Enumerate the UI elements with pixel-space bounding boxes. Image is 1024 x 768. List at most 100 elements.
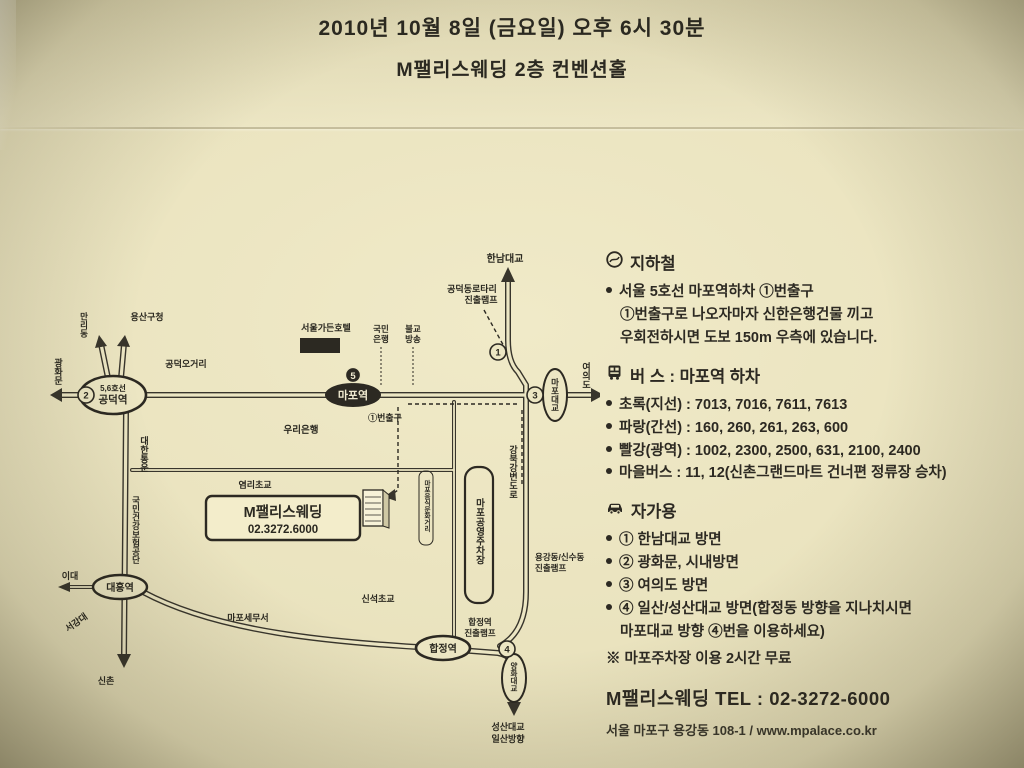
bus-icon: [606, 364, 623, 386]
event-datetime: 2010년 10월 8일 (금요일) 오후 6시 30분: [318, 17, 706, 40]
bullet-dot: [606, 558, 612, 565]
event-venue: M팰리스웨딩 2층 컨벤션홀: [396, 59, 628, 81]
bullet-dot: [606, 422, 612, 429]
bullet-dot: [606, 468, 612, 475]
label-sinseok-school: 신석초교: [361, 593, 394, 604]
bullet-dot: [606, 287, 612, 293]
route-number-3: 3: [526, 386, 544, 404]
line5-badge: 5: [350, 371, 356, 382]
label-garden-hotel: 서울가든호텔: [301, 322, 351, 333]
svg-text:양화대교: 양화대교: [510, 661, 519, 693]
svg-text:공덕역: 공덕역: [99, 393, 128, 406]
garden-hotel-block: [300, 338, 340, 353]
station-daeheung: 대흥역: [91, 573, 149, 601]
label-sogang: 서강대: [63, 611, 90, 634]
paper-fold-highlight: [0, 0, 16, 150]
label-gangbyeon-road: 강북강변도로: [508, 444, 518, 499]
paper-crease: [0, 127, 1024, 129]
label-gongdeok-ramp-1: 공덕동로타리: [447, 283, 497, 294]
label-yongsan-office: 용산구청: [130, 311, 163, 322]
route-number-2: 2: [77, 386, 95, 404]
parking-note: ※ 마포주차장 이용 2시간 무료: [606, 650, 792, 667]
car-section: 자가용 ① 한남대교 방면 ② 광화문, 시내방면 ③ 여의도 방면 ④ 일산/…: [606, 498, 1012, 670]
svg-text:4: 4: [504, 645, 510, 656]
label-exit1: ①번출구: [368, 412, 402, 423]
subway-icon: [606, 251, 623, 273]
venue-sign-name: M팰리스웨딩: [244, 503, 323, 521]
subway-title: 지하철: [630, 255, 676, 273]
label-seongsan-2: 일산방향: [491, 733, 525, 744]
label-food-street: 마포음식문화거리: [423, 479, 431, 534]
label-hapjeong-ramp-2: 진출램프: [464, 628, 495, 638]
label-yonggang-ramp-2: 진출램프: [535, 563, 566, 573]
svg-text:1: 1: [495, 348, 501, 359]
car-icon: [606, 499, 624, 521]
label-manridong: 만리동: [79, 311, 89, 338]
label-yeouido: 여의도: [581, 361, 591, 389]
direction-arrows: [50, 267, 604, 716]
svg-text:5,6호선: 5,6호선: [100, 383, 126, 393]
label-seongsan-1: 성산대교: [491, 721, 524, 732]
bridge-yanghwa: 양화대교: [501, 653, 527, 703]
label-gwanghwamun: 광화문: [53, 357, 63, 386]
label-sinchon: 신촌: [98, 675, 115, 686]
svg-text:마포대교: 마포대교: [550, 377, 560, 412]
subway-line-1: 서울 5호선 마포역하차 ①번출구: [619, 284, 814, 300]
svg-text:합정역: 합정역: [429, 642, 457, 655]
label-yonggang-ramp-1: 용강동/신수동: [535, 552, 584, 562]
bus-item-red: 빨강(광역) : 1002, 2300, 2500, 631, 2100, 24…: [619, 442, 921, 459]
car-item-2: ② 광화문, 시내방면: [619, 555, 739, 572]
bus-item-green: 초록(지선) : 7013, 7016, 7611, 7613: [619, 396, 848, 413]
venue-telephone: M팰리스웨딩 TEL : 02-3272-6000: [606, 687, 891, 709]
station-hapjeong: 합정역: [414, 634, 472, 662]
label-hapjeong-ramp-1: 합정역: [468, 617, 491, 627]
venue-address: 서울 마포구 용강동 108-1 / www.mpalace.co.kr: [606, 722, 877, 738]
car-item-1: ① 한남대교 방면: [619, 532, 722, 549]
venue-sign: M팰리스웨딩 02.3272.6000: [204, 494, 362, 542]
station-mapo: 마포역 5: [325, 366, 381, 407]
location-map: M팰리스웨딩 02.3272.6000 5,6호선 공덕역 마포역 5 대흥역: [48, 240, 604, 760]
bullet-dot: [606, 604, 612, 611]
invitation-header: 2010년 10월 8일 (금요일) 오후 6시 30분 M팰리스웨딩 2층 컨…: [0, 12, 1024, 82]
subway-line-2: ①번출구로 나오자마자 신한은행건물 끼고: [620, 306, 874, 323]
label-gongdeok-ogeori: 공덕오거리: [165, 358, 206, 369]
bus-item-blue: 파랑(간선) : 160, 260, 261, 263, 600: [619, 419, 849, 436]
car-item-3: ③ 여의도 방면: [619, 578, 709, 595]
label-ewha: 이대: [62, 570, 79, 581]
label-hannam-bridge: 한남대교: [487, 252, 524, 265]
contact-footer: M팰리스웨딩 TEL : 02-3272-6000 서울 마포구 용강동 108…: [606, 685, 1012, 739]
label-kookmin-bank-1: 국민: [373, 324, 389, 334]
bus-item-village: 마을버스 : 11, 12(신촌그랜드마트 건너편 정류장 승차): [619, 465, 947, 482]
bridge-mapo: 마포대교: [542, 368, 568, 422]
venue-building-icon: [362, 488, 390, 529]
food-street-strip: [418, 470, 434, 546]
bullet-dot: [606, 399, 612, 406]
route-number-4: 4: [498, 640, 516, 658]
svg-text:대흥역: 대흥역: [106, 581, 134, 594]
label-buddhist-broadcast-2: 방송: [405, 334, 421, 344]
label-gongdeok-ramp-2: 진출램프: [464, 294, 498, 305]
station-gongdeok: 5,6호선 공덕역: [78, 374, 148, 416]
paper-top-strip: [0, 0, 1024, 128]
subway-line-3: 우회전하시면 도보 150m 우측에 있습니다.: [620, 329, 878, 346]
car-item-4: ④ 일산/성산대교 방면(합정동 방향을 지나치시면: [619, 601, 912, 618]
car-title: 자가용: [631, 503, 677, 522]
bullet-dot: [606, 581, 612, 588]
bullet-dot: [606, 535, 612, 542]
subway-section: 지하철 서울 5호선 마포역하차 ①번출구 ①번출구로 나오자마자 신한은행건물…: [606, 250, 1012, 350]
directions-panel: 지하철 서울 5호선 마포역하차 ①번출구 ①번출구로 나오자마자 신한은행건물…: [606, 250, 1012, 739]
label-kookmin-bank-2: 은행: [373, 334, 389, 344]
label-yeomri-school: 염리초교: [238, 479, 271, 490]
label-tax-office: 마포세무서: [227, 612, 268, 623]
svg-text:2: 2: [83, 391, 88, 402]
bullet-dot: [606, 445, 612, 452]
bus-section: 버 스 : 마포역 하차 초록(지선) : 7013, 7016, 7611, …: [606, 363, 1012, 486]
bus-title: 버 스 : 마포역 하차: [630, 367, 761, 386]
label-buddhist-broadcast-1: 불교: [405, 324, 421, 334]
venue-sign-tel: 02.3272.6000: [248, 524, 318, 536]
label-health-insurance: 국민건강보험공단: [131, 496, 141, 565]
svg-text:마포역: 마포역: [338, 388, 368, 402]
label-public-parking: 마포공영주차장: [474, 497, 485, 565]
svg-text:3: 3: [532, 391, 537, 402]
